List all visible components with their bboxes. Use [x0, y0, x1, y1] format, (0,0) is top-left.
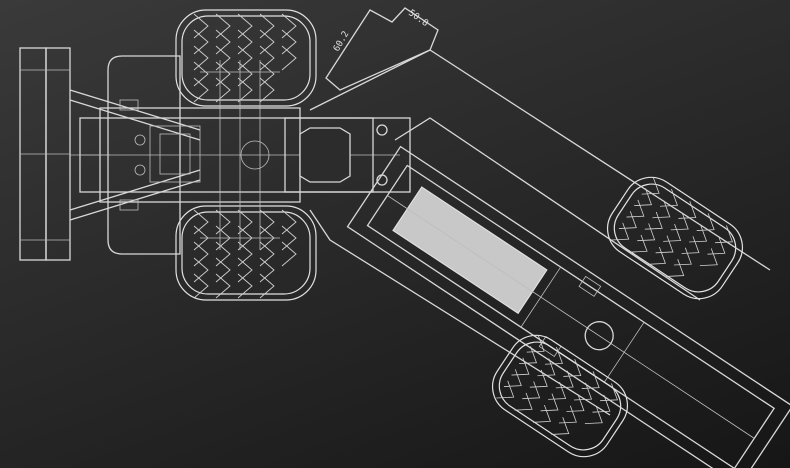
- rear-body: [346, 145, 790, 468]
- dimension-label-2: 50.8: [406, 8, 430, 29]
- rear-tyre-upper: [606, 176, 744, 300]
- dimension-label-1: 60.2: [332, 30, 352, 54]
- front-tyre-top: [175, 9, 317, 107]
- front-tyre-bottom: [175, 205, 317, 301]
- articulation-hitch: [284, 117, 388, 193]
- rear-tyre-lower: [491, 334, 629, 458]
- front-blade: [19, 47, 71, 261]
- dimension-callout: 60.2 50.8: [325, 7, 439, 91]
- front-chassis: [79, 55, 411, 255]
